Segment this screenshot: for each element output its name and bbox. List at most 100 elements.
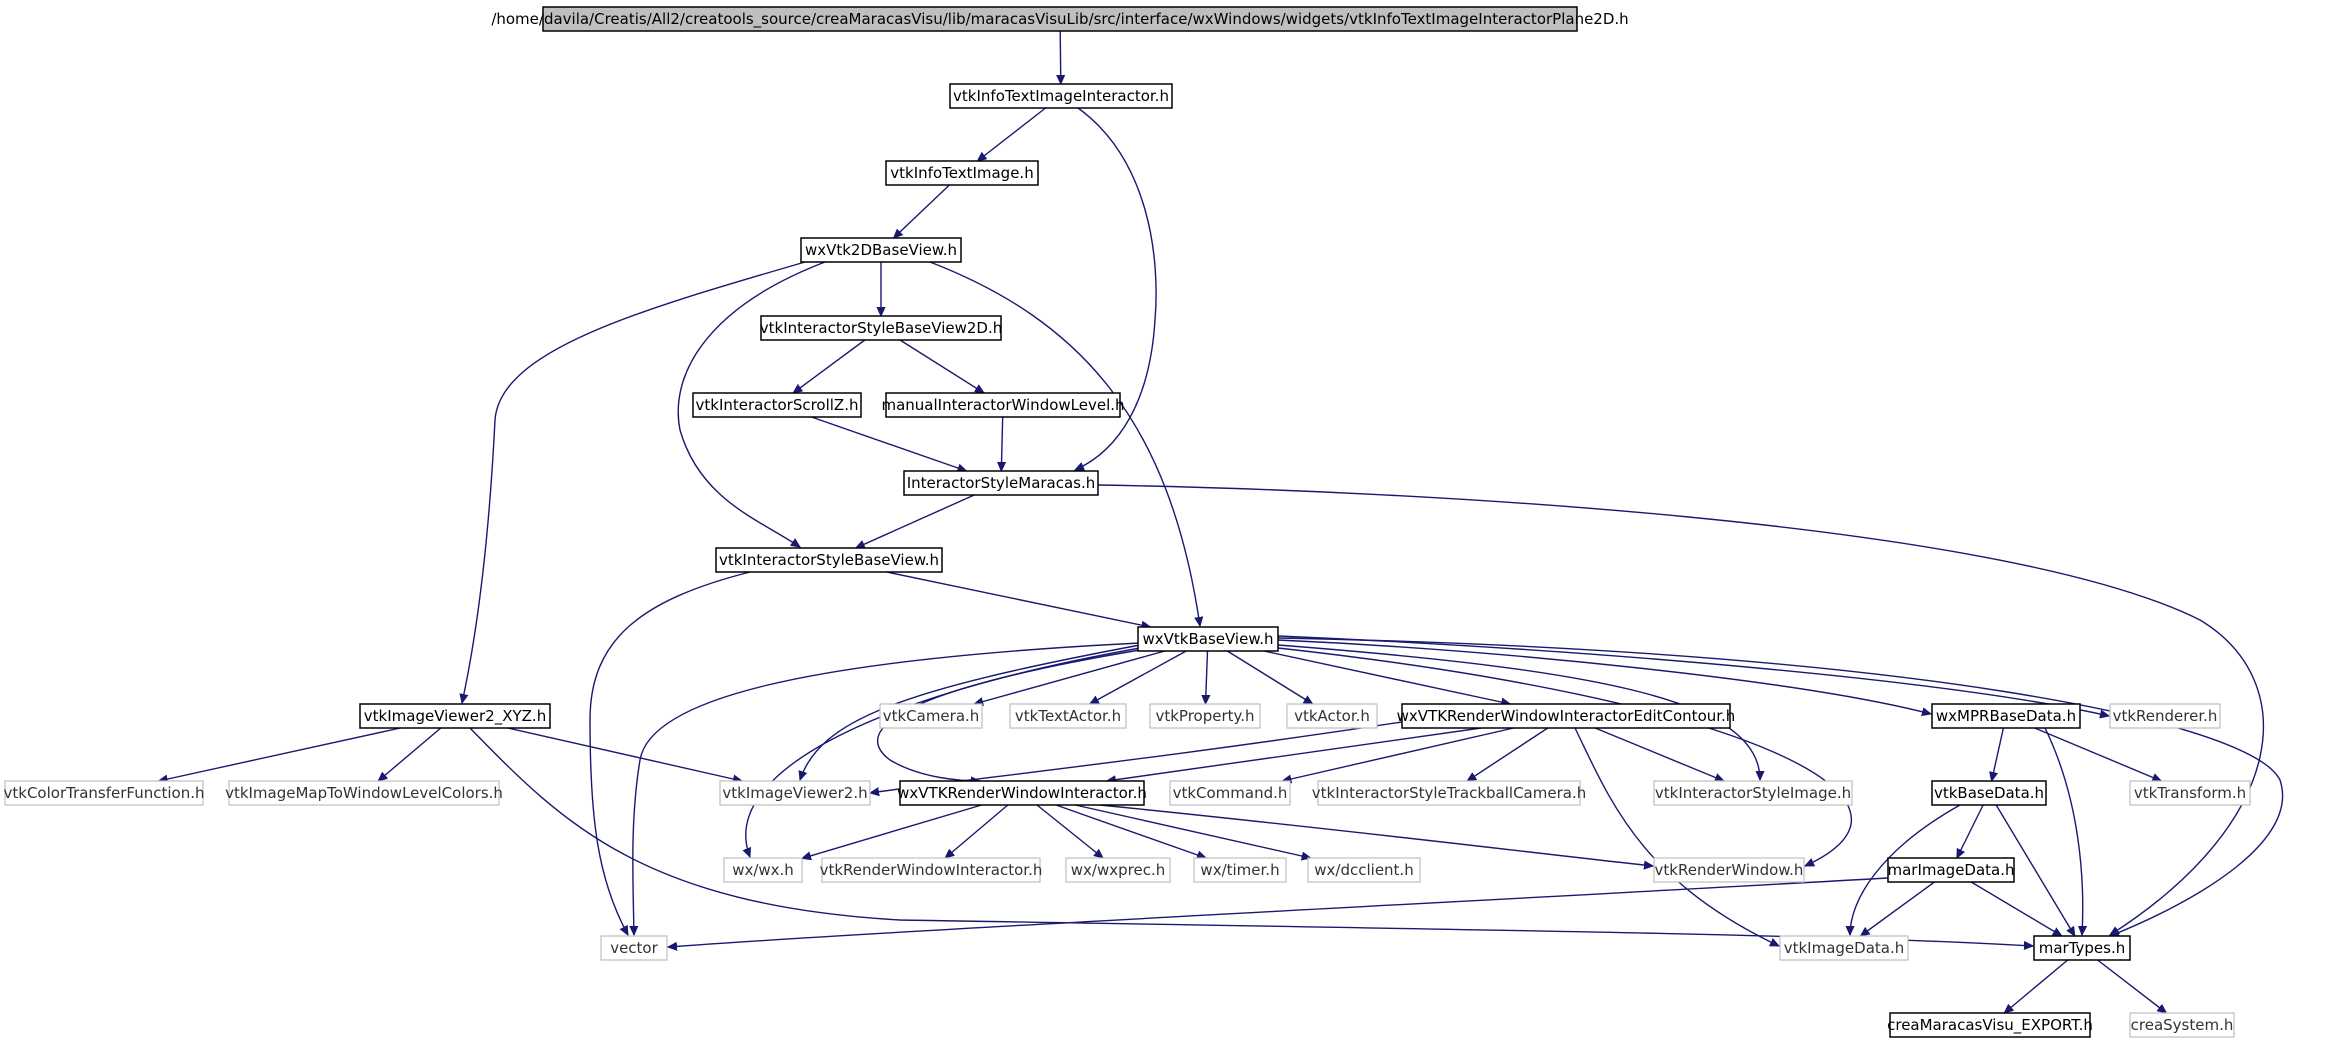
edge-line bbox=[1090, 650, 1187, 705]
node-vtkInteractorStyleBaseView2D[interactable]: vtkInteractorStyleBaseView2D.h bbox=[760, 315, 1002, 341]
node-label: wx/dcclient.h bbox=[1314, 861, 1413, 879]
edge-vtkImageViewer2-XYZ-to-vtkImageMapToWindowLevelColors bbox=[378, 727, 442, 781]
node-label: vtkCommand.h bbox=[1173, 784, 1288, 802]
node-InteractorStyleMaracas[interactable]: InteractorStyleMaracas.h bbox=[903, 470, 1099, 496]
edge-vtkInfoTextImage-to-wxVtk2DBaseView bbox=[894, 184, 950, 238]
node-box bbox=[1065, 857, 1171, 883]
node-label: creaSystem.h bbox=[2131, 1016, 2234, 1034]
node-label: vtkBaseData.h bbox=[1934, 784, 2044, 802]
node-marImageData[interactable]: marImageData.h bbox=[1887, 857, 2015, 883]
node-label: wxMPRBaseData.h bbox=[1936, 707, 2076, 725]
node-vtkBaseData[interactable]: vtkBaseData.h bbox=[1931, 780, 2047, 806]
node-label: marTypes.h bbox=[2039, 939, 2126, 957]
edge-vtkInteractorScrollZ-to-InteractorStyleMaracas bbox=[811, 416, 967, 471]
node-box bbox=[600, 935, 668, 961]
edge-line bbox=[886, 571, 1151, 627]
node-wxMPRBaseData[interactable]: wxMPRBaseData.h bbox=[1931, 703, 2081, 729]
edge-line bbox=[633, 642, 1141, 935]
edge-wxVTKRenderWindowInteractor-to-wx-timer bbox=[1055, 804, 1206, 858]
edge-wxVtkBaseView-to-wx-wx bbox=[746, 647, 1141, 857]
node-box bbox=[899, 780, 1145, 806]
edge-vtkInteractorStyleBaseView2D-to-vtkInteractorScrollZ bbox=[793, 339, 866, 393]
node-vtkTransform: vtkTransform.h bbox=[2129, 780, 2251, 806]
edge-wxVtk2DBaseView-to-vtkImageViewer2-XYZ bbox=[462, 261, 806, 703]
edge-line bbox=[1263, 650, 1510, 704]
edge-wxVTKRenderWindowInteractor-to-vtkRenderWindowInteractor bbox=[945, 804, 1009, 858]
edge-wxVtkBaseView-to-vtkRenderWindow bbox=[1277, 647, 1852, 867]
node-label: vtkRenderWindowInteractor.h bbox=[820, 861, 1043, 879]
node-box bbox=[228, 780, 500, 806]
node-box bbox=[1889, 1012, 2091, 1038]
edge-wxVTKRenderWindowInteractor-to-vtkRenderWindow bbox=[1099, 804, 1653, 866]
node-box bbox=[1137, 626, 1279, 652]
edge-line bbox=[977, 107, 1047, 161]
node-label: vtkInfoTextImageInteractor.h bbox=[953, 87, 1169, 105]
edge-line bbox=[1277, 635, 2109, 716]
node-vtkInfoTextImage[interactable]: vtkInfoTextImage.h bbox=[885, 160, 1039, 186]
node-wxVTKRenderWindowInteractorEditContour[interactable]: wxVTKRenderWindowInteractorEditContour.h bbox=[1397, 703, 1736, 729]
node-label: wx/wx.h bbox=[732, 861, 794, 879]
edge-line bbox=[2004, 959, 2069, 1013]
node-vtkInteractorScrollZ[interactable]: vtkInteractorScrollZ.h bbox=[692, 392, 862, 418]
node-manualInteractorWindowLevel[interactable]: manualInteractorWindowLevel.h bbox=[881, 392, 1125, 418]
edge-wxMPRBaseData-to-vtkBaseData bbox=[1992, 727, 2005, 781]
node-wxVtk2DBaseView[interactable]: wxVtk2DBaseView.h bbox=[800, 237, 962, 263]
node-box bbox=[903, 470, 1099, 496]
edge-vtkImageViewer2-XYZ-to-vtkColorTransferFunction bbox=[159, 727, 401, 781]
node-label: wxVTKRenderWindowInteractorEditContour.h bbox=[1397, 707, 1736, 725]
node-label: InteractorStyleMaracas.h bbox=[907, 474, 1096, 492]
node-label: vector bbox=[610, 939, 658, 957]
node-box bbox=[692, 392, 862, 418]
edge-line bbox=[746, 647, 1141, 857]
node-vtkInteractorStyleBaseView[interactable]: vtkInteractorStyleBaseView.h bbox=[715, 547, 943, 573]
edge-line bbox=[811, 416, 967, 471]
node-label: vtkImageMapToWindowLevelColors.h bbox=[225, 784, 503, 802]
edge-vtkBaseData-to-vtkImageData bbox=[1850, 804, 1961, 935]
edge-line bbox=[378, 727, 442, 781]
edge-InteractorStyleMaracas-to-vtkInteractorStyleBaseView bbox=[856, 494, 975, 549]
edge-wxVtkBaseView-to-vector bbox=[633, 642, 1141, 935]
edge-line bbox=[793, 339, 866, 393]
edge-line bbox=[589, 571, 751, 935]
edge-wxVtk2DBaseView-to-vtkInteractorStyleBaseView bbox=[677, 261, 826, 547]
edge-line bbox=[894, 184, 950, 238]
edge-line bbox=[856, 494, 975, 549]
node-box bbox=[723, 857, 803, 883]
edge-line bbox=[899, 339, 984, 393]
node-marTypes[interactable]: marTypes.h bbox=[2033, 935, 2131, 961]
edge-marImageData-to-vector bbox=[668, 877, 1889, 947]
edge-vtkInteractorStyleBaseView2D-to-manualInteractorWindowLevel bbox=[899, 339, 984, 393]
node-root[interactable]: /home/davila/Creatis/All2/creatools_sour… bbox=[491, 6, 1629, 32]
edge-wxVtk2DBaseView-to-wxVtkBaseView bbox=[929, 261, 1200, 626]
node-label: vtkProperty.h bbox=[1155, 707, 1254, 725]
edge-wxVTKRenderWindowInteractorEditContour-to-vtkImageData bbox=[1574, 727, 1779, 947]
node-box bbox=[715, 547, 943, 573]
node-vtkCamera: vtkCamera.h bbox=[879, 703, 983, 729]
node-box bbox=[800, 237, 962, 263]
edge-vtkImageViewer2-XYZ-to-vtkImageViewer2 bbox=[507, 727, 742, 781]
node-label: vtkTransform.h bbox=[2134, 784, 2246, 802]
edge-line bbox=[1055, 804, 1206, 858]
edge-line bbox=[1467, 727, 1549, 781]
edge-line bbox=[1075, 804, 1310, 858]
node-wx-wx: wx/wx.h bbox=[723, 857, 803, 883]
node-label: vtkImageData.h bbox=[1784, 939, 1905, 957]
edge-marTypes-to-creaMaracasVisu-EXPORT bbox=[2004, 959, 2069, 1013]
edge-line bbox=[462, 261, 806, 703]
node-wxVtkBaseView[interactable]: wxVtkBaseView.h bbox=[1137, 626, 1279, 652]
node-label: vtkInteractorStyleTrackballCamera.h bbox=[1312, 784, 1586, 802]
node-box bbox=[1149, 703, 1261, 729]
edge-line bbox=[668, 877, 1889, 947]
edge-wxVtkBaseView-to-vtkTextActor bbox=[1090, 650, 1187, 705]
node-vtkInfoTextImageInteractor[interactable]: vtkInfoTextImageInteractor.h bbox=[949, 83, 1173, 109]
node-vtkImageViewer2: vtkImageViewer2.h bbox=[719, 780, 871, 806]
node-vtkImageViewer2-XYZ[interactable]: vtkImageViewer2_XYZ.h bbox=[359, 703, 551, 729]
node-vtkRenderWindow: vtkRenderWindow.h bbox=[1653, 857, 1805, 883]
edge-vtkInteractorStyleBaseView-to-wxVtkBaseView bbox=[886, 571, 1151, 627]
node-wxVTKRenderWindowInteractor[interactable]: wxVTKRenderWindowInteractor.h bbox=[897, 780, 1147, 806]
node-creaMaracasVisu-EXPORT[interactable]: creaMaracasVisu_EXPORT.h bbox=[1887, 1012, 2093, 1038]
node-box bbox=[949, 83, 1173, 109]
node-vtkProperty: vtkProperty.h bbox=[1149, 703, 1261, 729]
node-box bbox=[1401, 703, 1731, 729]
edge-line bbox=[1277, 637, 2284, 936]
